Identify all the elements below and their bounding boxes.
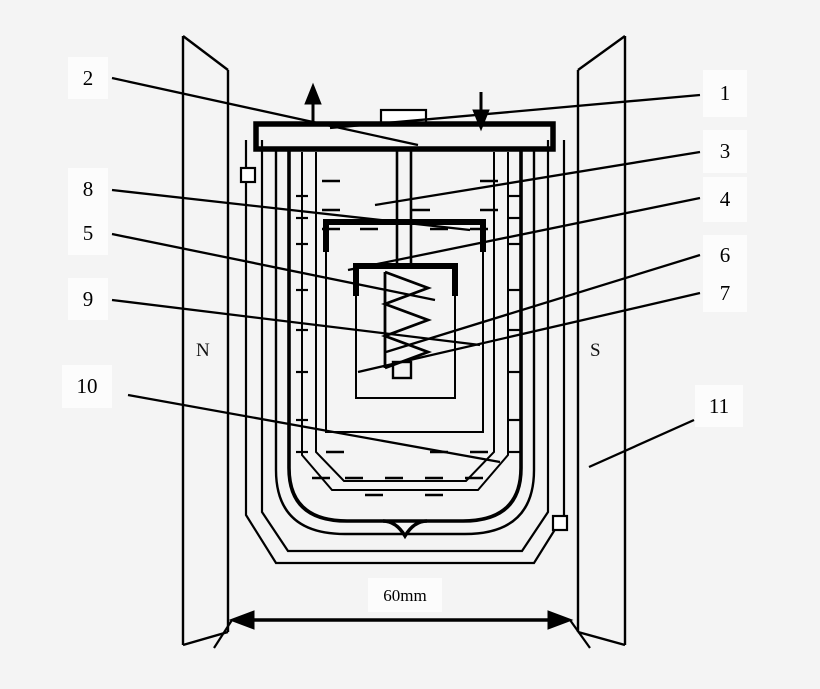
left-access-port-icon — [239, 166, 257, 184]
leader-6 — [385, 253, 701, 354]
north-pole-plate — [181, 35, 230, 647]
outer-housing-inner — [260, 140, 550, 553]
callout-label-10: 10 — [62, 365, 112, 408]
callout-label-5: 5 — [68, 211, 108, 255]
leader-lines — [111, 76, 701, 469]
north-pole-label: N — [196, 340, 210, 361]
leader-9 — [111, 298, 481, 347]
callout-label-8: 8 — [68, 168, 108, 211]
callout-label-11: 11 — [695, 385, 743, 427]
dimension-arrow — [213, 610, 591, 649]
callout-label-1: 1 — [703, 70, 747, 117]
wall-tick-marks — [296, 194, 521, 454]
callout-label-7: 7 — [703, 275, 747, 312]
dimension-label: 60mm — [368, 578, 442, 612]
callout-label-9: 9 — [68, 278, 108, 320]
dewar-bottom-tip — [382, 519, 428, 540]
leader-8 — [111, 188, 471, 232]
callout-label-2: 2 — [68, 57, 108, 99]
leader-4 — [347, 196, 701, 272]
callout-label-6: 6 — [703, 235, 747, 275]
leader-1 — [329, 93, 701, 130]
inner-chamber-wall — [301, 152, 509, 491]
right-access-port-icon — [551, 514, 569, 532]
leader-3 — [374, 150, 701, 207]
leader-7 — [357, 291, 701, 374]
south-pole-plate — [576, 35, 627, 647]
lid-flange — [253, 121, 556, 152]
south-pole-label: S — [590, 340, 601, 361]
inlet-arrow-icon — [304, 82, 322, 124]
callout-label-4: 4 — [703, 177, 747, 222]
leader-10 — [127, 393, 501, 464]
vacuum-jacket-wall-inner — [287, 150, 523, 523]
inner-chamber-wall-2 — [315, 152, 495, 482]
leader-5 — [111, 232, 436, 302]
leader-2 — [111, 76, 419, 147]
callout-label-3: 3 — [703, 130, 747, 173]
central-transfer-tube — [395, 149, 413, 268]
leader-11 — [588, 418, 695, 469]
outer-housing — [244, 140, 566, 565]
